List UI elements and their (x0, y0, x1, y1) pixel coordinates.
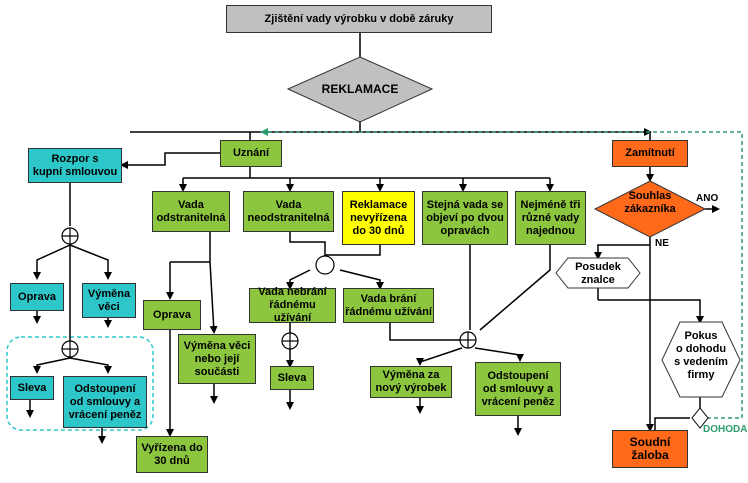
sleva-mid-box[interactable]: Sleva (270, 366, 314, 390)
uznani-box[interactable]: Uznání (220, 140, 282, 167)
junction-circles (61, 227, 477, 358)
dohoda-loop (260, 128, 743, 419)
vada-nebrani-box[interactable]: Vada nebrání řádnému užívání (249, 286, 336, 324)
dohoda-label: DOHODA (703, 424, 748, 435)
vyrizena-30-box[interactable]: Vyřízena do 30 dnů (136, 436, 208, 473)
leaf-arrows (26, 311, 522, 444)
sleva-left-box[interactable]: Sleva (10, 376, 54, 400)
reklamace-nevyrizena-box[interactable]: Reklamace nevyřízena do 30 dnů (342, 191, 415, 245)
group-outline-left (6, 336, 154, 431)
junction-circle (315, 255, 335, 275)
vada-neodstranitelna-box[interactable]: Vada neodstranitelná (243, 191, 334, 232)
vymena-veci-box[interactable]: Výměna věci nebo její součásti (178, 334, 256, 384)
vada-odstranitelna-box[interactable]: Vada odstranitelná (152, 191, 230, 232)
pokus-hexagon[interactable] (661, 321, 741, 398)
posudek-hexagon[interactable] (555, 257, 641, 289)
nejmene-tri-box[interactable]: Nejméně tři různé vady najednou (515, 191, 586, 245)
pokus-label: Pokus o dohodu s vedením firmy (674, 330, 728, 381)
reklamace-label: REKLAMACE (322, 82, 399, 96)
odstoupeni-mid-box[interactable]: Odstoupení od smlouvy a vrácení peněz (475, 362, 561, 416)
souhlas-diamond[interactable] (593, 180, 707, 238)
dohoda-diamond (691, 407, 709, 429)
rozpor-box[interactable]: Rozpor s kupní smlouvou (28, 148, 122, 183)
souhlas-label: Souhlas zákazníka (624, 190, 676, 215)
oprava-mid-box[interactable]: Oprava (143, 300, 201, 330)
soudni-zaloba-box[interactable]: Soudní žaloba (612, 430, 688, 468)
rozpor-oprava-box[interactable]: Oprava (10, 283, 64, 311)
ne-label: NE (655, 238, 669, 249)
posudek-label: Posudek znalce (575, 261, 621, 286)
vymena-za-novy-box[interactable]: Výměna za nový výrobek (370, 366, 452, 398)
odstoupeni-left-box[interactable]: Odstoupení od smlouvy a vrácení peněz (63, 376, 147, 428)
reklamace-diamond[interactable] (286, 56, 434, 123)
title-box[interactable]: Zjištění vady výrobku v době záruky (226, 5, 492, 33)
stejna-vada-box[interactable]: Stejná vada se objeví po dvou opravách (422, 191, 508, 245)
ano-label: ANO (696, 193, 719, 204)
zamitnuti-box[interactable]: Zamítnutí (612, 140, 688, 167)
vada-brani-box[interactable]: Vada brání řádnému užívání (343, 288, 434, 323)
rozpor-vymena-box[interactable]: Výměna věci (82, 283, 136, 318)
